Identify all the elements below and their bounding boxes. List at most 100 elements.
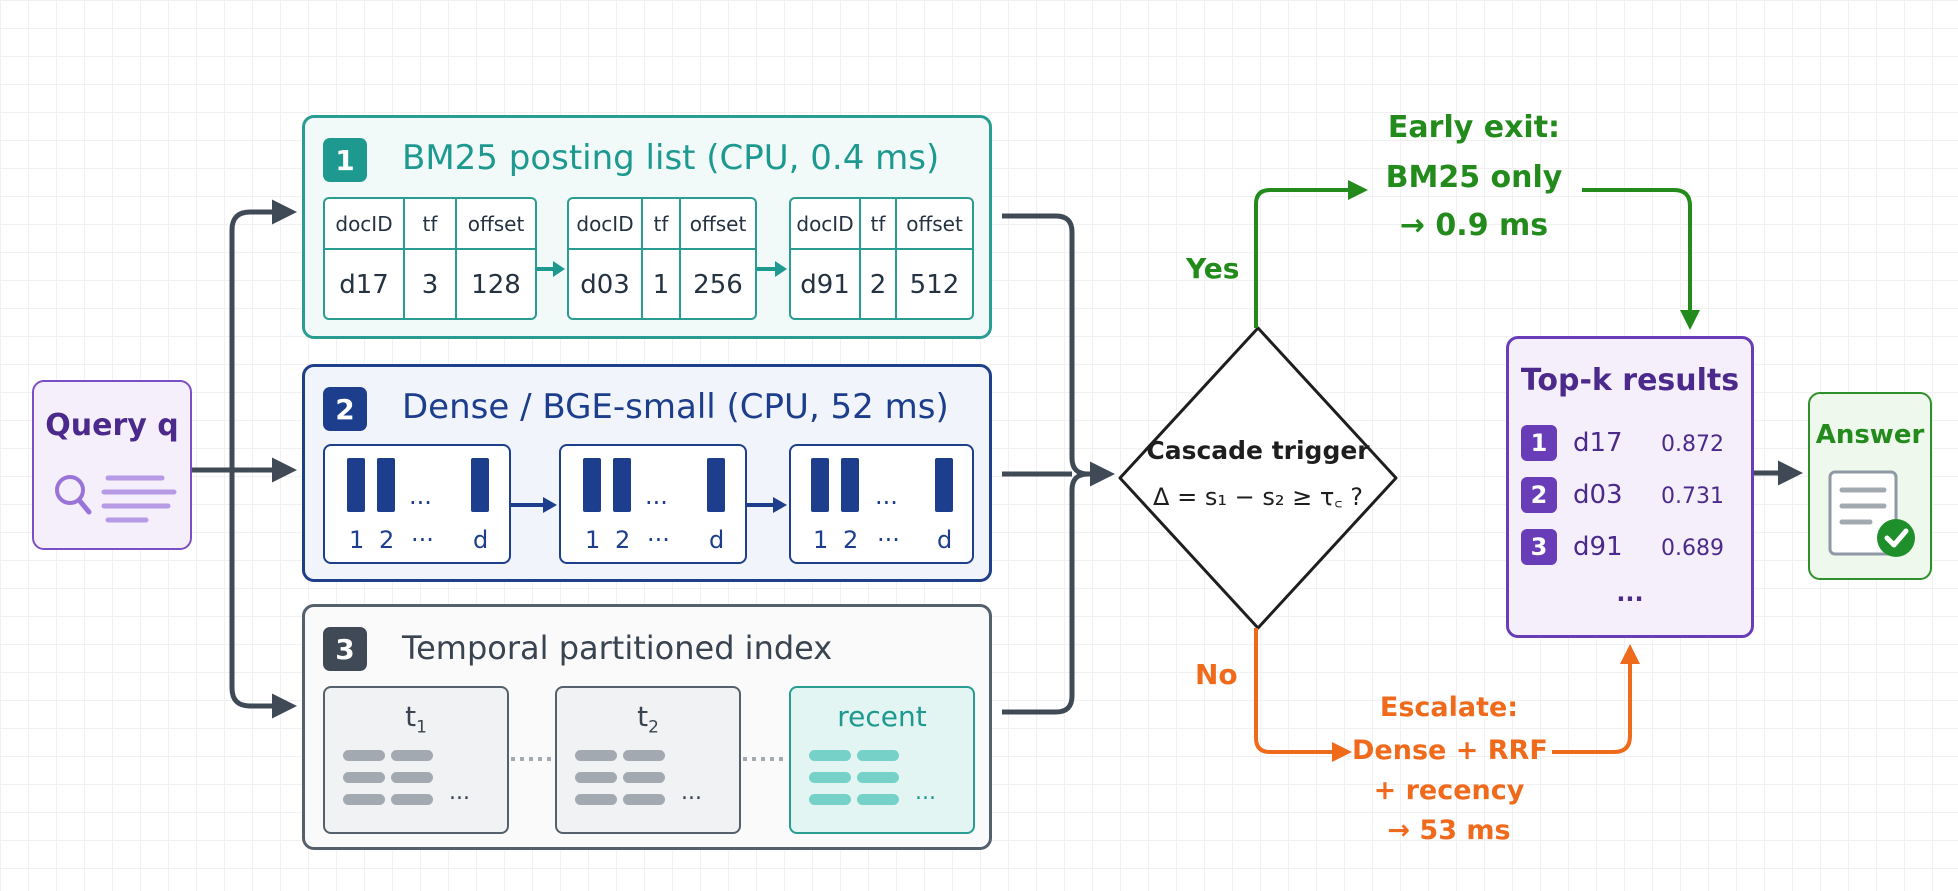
partition-label: recent — [837, 700, 927, 733]
vector-ellipsis: ... — [409, 482, 432, 510]
vector-dim-bar — [471, 458, 489, 512]
col-tf: tf — [405, 199, 457, 248]
early-exit-line-3: → 0.9 ms — [1399, 208, 1549, 243]
escalate-line-2: Dense + RRF — [1352, 735, 1548, 766]
col-offset: offset — [689, 211, 747, 236]
posting-block-1: docID tf offset d17 3 128 — [323, 197, 537, 320]
vector-ellipsis: ... — [645, 482, 668, 510]
vector-dim-label: 1 — [813, 526, 829, 554]
posting-link-arrow — [757, 261, 787, 277]
result-doc: d17 — [1573, 428, 1623, 458]
stage-badge-1: 1 — [323, 138, 367, 182]
posting-offset: 256 — [693, 270, 743, 300]
no-label: No — [1195, 658, 1238, 691]
vector-dim-label: ··· — [647, 526, 670, 554]
posting-doc: d17 — [325, 250, 405, 318]
vector-link-arrow — [511, 497, 557, 513]
stage-dense-title: Dense / BGE-small (CPU, 52 ms) — [402, 387, 949, 427]
results-more: ... — [1616, 579, 1644, 607]
result-score: 0.689 — [1661, 536, 1724, 561]
col-offset: offset — [467, 211, 525, 236]
results-panel: Top-k results 1 d17 0.872 2 d03 0.731 3 … — [1506, 336, 1754, 638]
search-icon — [55, 475, 177, 523]
posting-link-arrow — [537, 261, 565, 277]
posting-block-2: docID tf offset d03 1 256 — [567, 197, 757, 320]
vector-dim-label: 2 — [379, 526, 395, 554]
decision-formula: Δ = s₁ − s₂ ≥ τ꜀ ? — [1153, 483, 1363, 511]
stage-bm25-panel: 1 BM25 posting list (CPU, 0.4 ms) docID … — [302, 115, 992, 339]
answer-label: Answer — [1815, 420, 1925, 450]
vector-dim-bar — [707, 458, 725, 512]
stage-merge-connector — [1002, 213, 1115, 715]
yes-label: Yes — [1186, 252, 1240, 285]
result-rank: 2 — [1521, 477, 1557, 513]
vector-dim-label: ··· — [411, 526, 434, 554]
result-score: 0.872 — [1661, 432, 1724, 457]
stage-badge-2: 2 — [323, 387, 367, 431]
vector-dim-bar — [613, 458, 631, 512]
posting-offset: 128 — [471, 270, 521, 300]
partition-label: t2 — [637, 700, 659, 738]
vector-dim-bar — [347, 458, 365, 512]
partition-dotted-link — [511, 757, 553, 761]
posting-doc: d03 — [569, 250, 643, 318]
col-docid: docID — [325, 199, 405, 248]
no-path-connector — [1254, 628, 1640, 762]
vector-dim-label: 1 — [585, 526, 601, 554]
vector-dim-label: ··· — [877, 526, 900, 554]
result-rank: 3 — [1521, 529, 1557, 565]
result-rank: 1 — [1521, 425, 1557, 461]
col-tf: tf — [643, 199, 681, 248]
partition-ellipsis: ... — [681, 780, 702, 805]
posting-tf: 1 — [643, 250, 681, 318]
dense-vector-2: ... 1 2 ··· d — [559, 444, 747, 564]
col-docid: docID — [791, 199, 861, 248]
posting-doc: d91 — [791, 250, 861, 318]
answer-node: Answer — [1808, 392, 1932, 580]
result-score: 0.731 — [1661, 484, 1724, 509]
vector-dim-label: d — [709, 526, 725, 554]
query-node: Query q — [32, 380, 192, 550]
posting-offset: 512 — [909, 270, 960, 300]
col-tf: tf — [861, 199, 897, 248]
vector-dim-label: 2 — [843, 526, 859, 554]
partition-dotted-link — [743, 757, 787, 761]
vector-link-arrow — [747, 497, 787, 513]
vector-dim-label: d — [473, 526, 489, 554]
stage-dense-panel: 2 Dense / BGE-small (CPU, 52 ms) ... 1 2… — [302, 364, 992, 582]
vector-dim-label: d — [937, 526, 953, 554]
col-docid: docID — [569, 199, 643, 248]
vector-ellipsis: ... — [875, 482, 898, 510]
dense-vector-3: ... 1 2 ··· d — [789, 444, 974, 564]
posting-tf: 3 — [405, 250, 457, 318]
stage-temporal-panel: 3 Temporal partitioned index t1 ... t2 .… — [302, 604, 992, 850]
query-label: Query q — [45, 408, 179, 443]
vector-dim-bar — [935, 458, 953, 512]
partition-t1: t1 ... — [323, 686, 509, 834]
query-fanout-connector — [192, 199, 297, 719]
partition-ellipsis: ... — [449, 780, 470, 805]
early-exit-line-2: BM25 only — [1385, 160, 1563, 195]
result-doc: d03 — [1573, 480, 1623, 510]
partition-recent: recent ... — [789, 686, 975, 834]
early-exit-line-1: Early exit: — [1387, 110, 1561, 145]
decision-diamond — [1118, 326, 1398, 630]
partition-t2: t2 ... — [555, 686, 741, 834]
document-check-icon — [1828, 470, 1915, 557]
vector-dim-label: 1 — [349, 526, 365, 554]
col-offset: offset — [906, 211, 963, 236]
vector-dim-bar — [841, 458, 859, 512]
vector-dim-bar — [377, 458, 395, 512]
escalate-line-1: Escalate: — [1379, 692, 1519, 723]
dense-vector-1: ... 1 2 ··· d — [323, 444, 511, 564]
stage-badge-3: 3 — [323, 627, 367, 671]
vector-dim-label: 2 — [615, 526, 631, 554]
stage-bm25-title: BM25 posting list (CPU, 0.4 ms) — [402, 138, 940, 178]
result-doc: d91 — [1573, 532, 1623, 562]
partition-ellipsis: ... — [915, 780, 936, 805]
vector-dim-bar — [583, 458, 601, 512]
stage-temporal-title: Temporal partitioned index — [402, 629, 833, 667]
posting-block-3: docID tf offset d91 2 512 — [789, 197, 974, 320]
